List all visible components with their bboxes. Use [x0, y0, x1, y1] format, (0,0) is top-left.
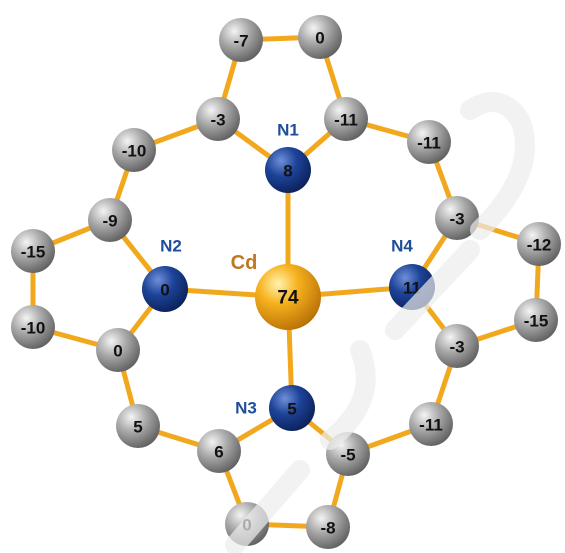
atom-layer: -7 0 -3 -11 -10 -11 -9 -3 -15 -12 -10 -15 0 -3 5 6 -5 -11… — [11, 15, 561, 549]
cadmium-atom: 74 — [255, 264, 321, 330]
nitrogen-atom-n4-value: 11 — [403, 279, 421, 298]
carbon-atom-1-value: -7 — [233, 32, 248, 51]
carbon-atom-15: 5 — [116, 404, 160, 448]
carbon-atom-1: -7 — [219, 18, 263, 62]
nitrogen-atom-n3-value: 5 — [287, 400, 296, 419]
carbon-atom-12: -15 — [514, 298, 558, 342]
carbon-atom-11-sphere — [11, 305, 55, 349]
nitrogen-atom-n4: 11 — [389, 264, 435, 310]
carbon-atom-13: 0 — [96, 328, 140, 372]
carbon-atom-17: -5 — [326, 432, 370, 476]
carbon-atom-20-value: -8 — [320, 519, 335, 538]
carbon-atom-19-value: 0 — [242, 516, 251, 535]
carbon-atom-20: -8 — [306, 505, 350, 549]
carbon-atom-3: -3 — [196, 97, 240, 141]
carbon-atom-15-sphere — [116, 404, 160, 448]
carbon-atom-11-value: -10 — [21, 319, 46, 338]
carbon-atom-14: -3 — [435, 324, 479, 368]
carbon-atom-13-value: 0 — [113, 342, 122, 361]
carbon-atom-12-value: -15 — [524, 312, 549, 331]
carbon-atom-10-value: -12 — [527, 236, 552, 255]
nitrogen-atom-n1-value: 8 — [283, 162, 292, 181]
carbon-atom-14-value: -3 — [449, 338, 464, 357]
nitrogen-atom-n2-sphere — [142, 266, 188, 312]
carbon-atom-6-value: -11 — [417, 134, 441, 153]
carbon-atom-4: -11 — [324, 97, 368, 141]
carbon-atom-18-value: -11 — [419, 416, 443, 435]
carbon-atom-10: -12 — [517, 222, 561, 266]
carbon-atom-5-sphere — [112, 128, 156, 172]
carbon-atom-6: -11 — [407, 120, 451, 164]
cadmium-atom-value: 74 — [277, 288, 299, 309]
carbon-atom-7-value: -9 — [102, 212, 117, 231]
carbon-atom-9-sphere — [11, 229, 55, 273]
carbon-atom-1-sphere — [219, 18, 263, 62]
carbon-atom-7: -9 — [88, 198, 132, 242]
carbon-atom-16: 6 — [197, 429, 241, 473]
carbon-atom-2-sphere — [298, 15, 342, 59]
carbon-atom-19: 0 — [225, 502, 269, 546]
nitrogen-atom-n3: 5 — [269, 385, 315, 431]
carbon-atom-9: -15 — [11, 229, 55, 273]
carbon-atom-8-value: -3 — [449, 210, 464, 229]
carbon-atom-16-value: 6 — [214, 443, 223, 462]
carbon-atom-15-value: 5 — [133, 418, 142, 437]
metal-name-label: Cd — [231, 252, 258, 274]
carbon-atom-4-value: -11 — [334, 111, 358, 130]
nitrogen-atom-n1: 8 — [265, 147, 311, 193]
carbon-atom-11: -10 — [11, 305, 55, 349]
carbon-atom-13-sphere — [96, 328, 140, 372]
nitrogen-atom-n2-value: 0 — [160, 281, 169, 300]
n1-name-label: N1 — [277, 121, 299, 140]
carbon-atom-5-value: -10 — [122, 142, 147, 161]
carbon-atom-18: -11 — [409, 402, 453, 446]
carbon-atom-8: -3 — [435, 196, 479, 240]
carbon-atom-2: 0 — [298, 15, 342, 59]
carbon-atom-9-value: -15 — [21, 243, 46, 262]
carbon-atom-17-value: -5 — [340, 446, 355, 465]
n3-name-label: N3 — [235, 399, 257, 418]
carbon-atom-5: -10 — [112, 128, 156, 172]
carbon-atom-7-sphere — [88, 198, 132, 242]
n4-name-label: N4 — [391, 237, 413, 256]
carbon-atom-2-value: 0 — [315, 29, 324, 48]
nitrogen-atom-n2: 0 — [142, 266, 188, 312]
carbon-atom-3-value: -3 — [210, 111, 225, 130]
n2-name-label: N2 — [160, 237, 182, 256]
